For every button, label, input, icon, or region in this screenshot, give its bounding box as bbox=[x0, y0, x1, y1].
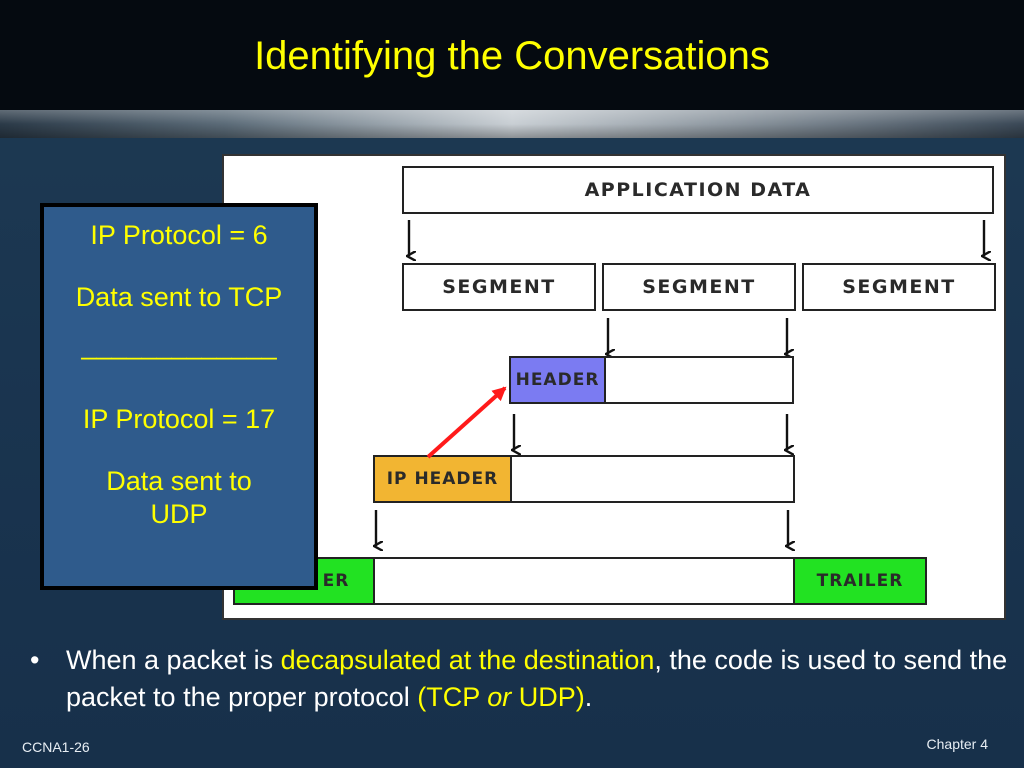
title-band bbox=[0, 0, 1024, 110]
info-ip-protocol-6: IP Protocol = 6 bbox=[90, 220, 268, 250]
bullet-highlight-or: or bbox=[487, 682, 512, 712]
info-separator: _____________ bbox=[81, 330, 277, 360]
bullet-part1: When a packet is bbox=[66, 645, 281, 675]
label-segment-3: SEGMENT bbox=[842, 276, 956, 298]
bullet-part2: , the code is used to send the packet to… bbox=[66, 645, 1008, 712]
red-pointer-arrow bbox=[426, 386, 507, 459]
slide-title: Identifying the Conversations bbox=[254, 34, 770, 78]
label-application-data: APPLICATION DATA bbox=[584, 179, 812, 201]
label-ip-header: IP HEADER bbox=[386, 469, 499, 489]
label-segment-2: SEGMENT bbox=[642, 276, 756, 298]
ip-header-box bbox=[373, 455, 512, 503]
info-udp: UDP bbox=[150, 499, 208, 529]
info-ip-protocol-17: IP Protocol = 17 bbox=[82, 404, 276, 434]
title-divider-bar bbox=[0, 110, 1024, 138]
label-trailer-left: ER bbox=[322, 571, 350, 591]
bullet-marker: • bbox=[30, 645, 40, 675]
bullet-highlight-decapsulated: decapsulated at the destination bbox=[280, 645, 655, 675]
label-header: HEADER bbox=[515, 370, 600, 390]
application-data-box bbox=[402, 166, 994, 214]
bullet-highlight-udp: UDP) bbox=[511, 682, 585, 712]
encapsulation-diagram: APPLICATION DATA SEGMENT SEGMENT SEGMENT… bbox=[222, 154, 1006, 620]
header-box bbox=[509, 356, 606, 404]
segment-box-2 bbox=[602, 263, 796, 311]
segment-box-3 bbox=[802, 263, 996, 311]
label-trailer-right: TRAILER bbox=[816, 571, 904, 591]
bullet-highlight-tcp: (TCP bbox=[417, 682, 488, 712]
footer-slide-id: CCNA1-26 bbox=[22, 739, 90, 755]
diagram-canvas bbox=[222, 154, 1006, 620]
info-data-sent-to: Data sent to bbox=[106, 466, 252, 496]
protocol-info-box: IP Protocol = 6 Data sent to TCP _______… bbox=[40, 203, 318, 590]
bullet-part3: . bbox=[584, 682, 593, 712]
bullet-text: When a packet is decapsulated at the des… bbox=[66, 642, 1016, 716]
info-data-sent-tcp: Data sent to TCP bbox=[75, 282, 283, 312]
label-segment-1: SEGMENT bbox=[442, 276, 556, 298]
footer-chapter: Chapter 4 bbox=[926, 736, 988, 752]
segment-box-1 bbox=[402, 263, 596, 311]
trailer-right-box bbox=[793, 557, 927, 605]
